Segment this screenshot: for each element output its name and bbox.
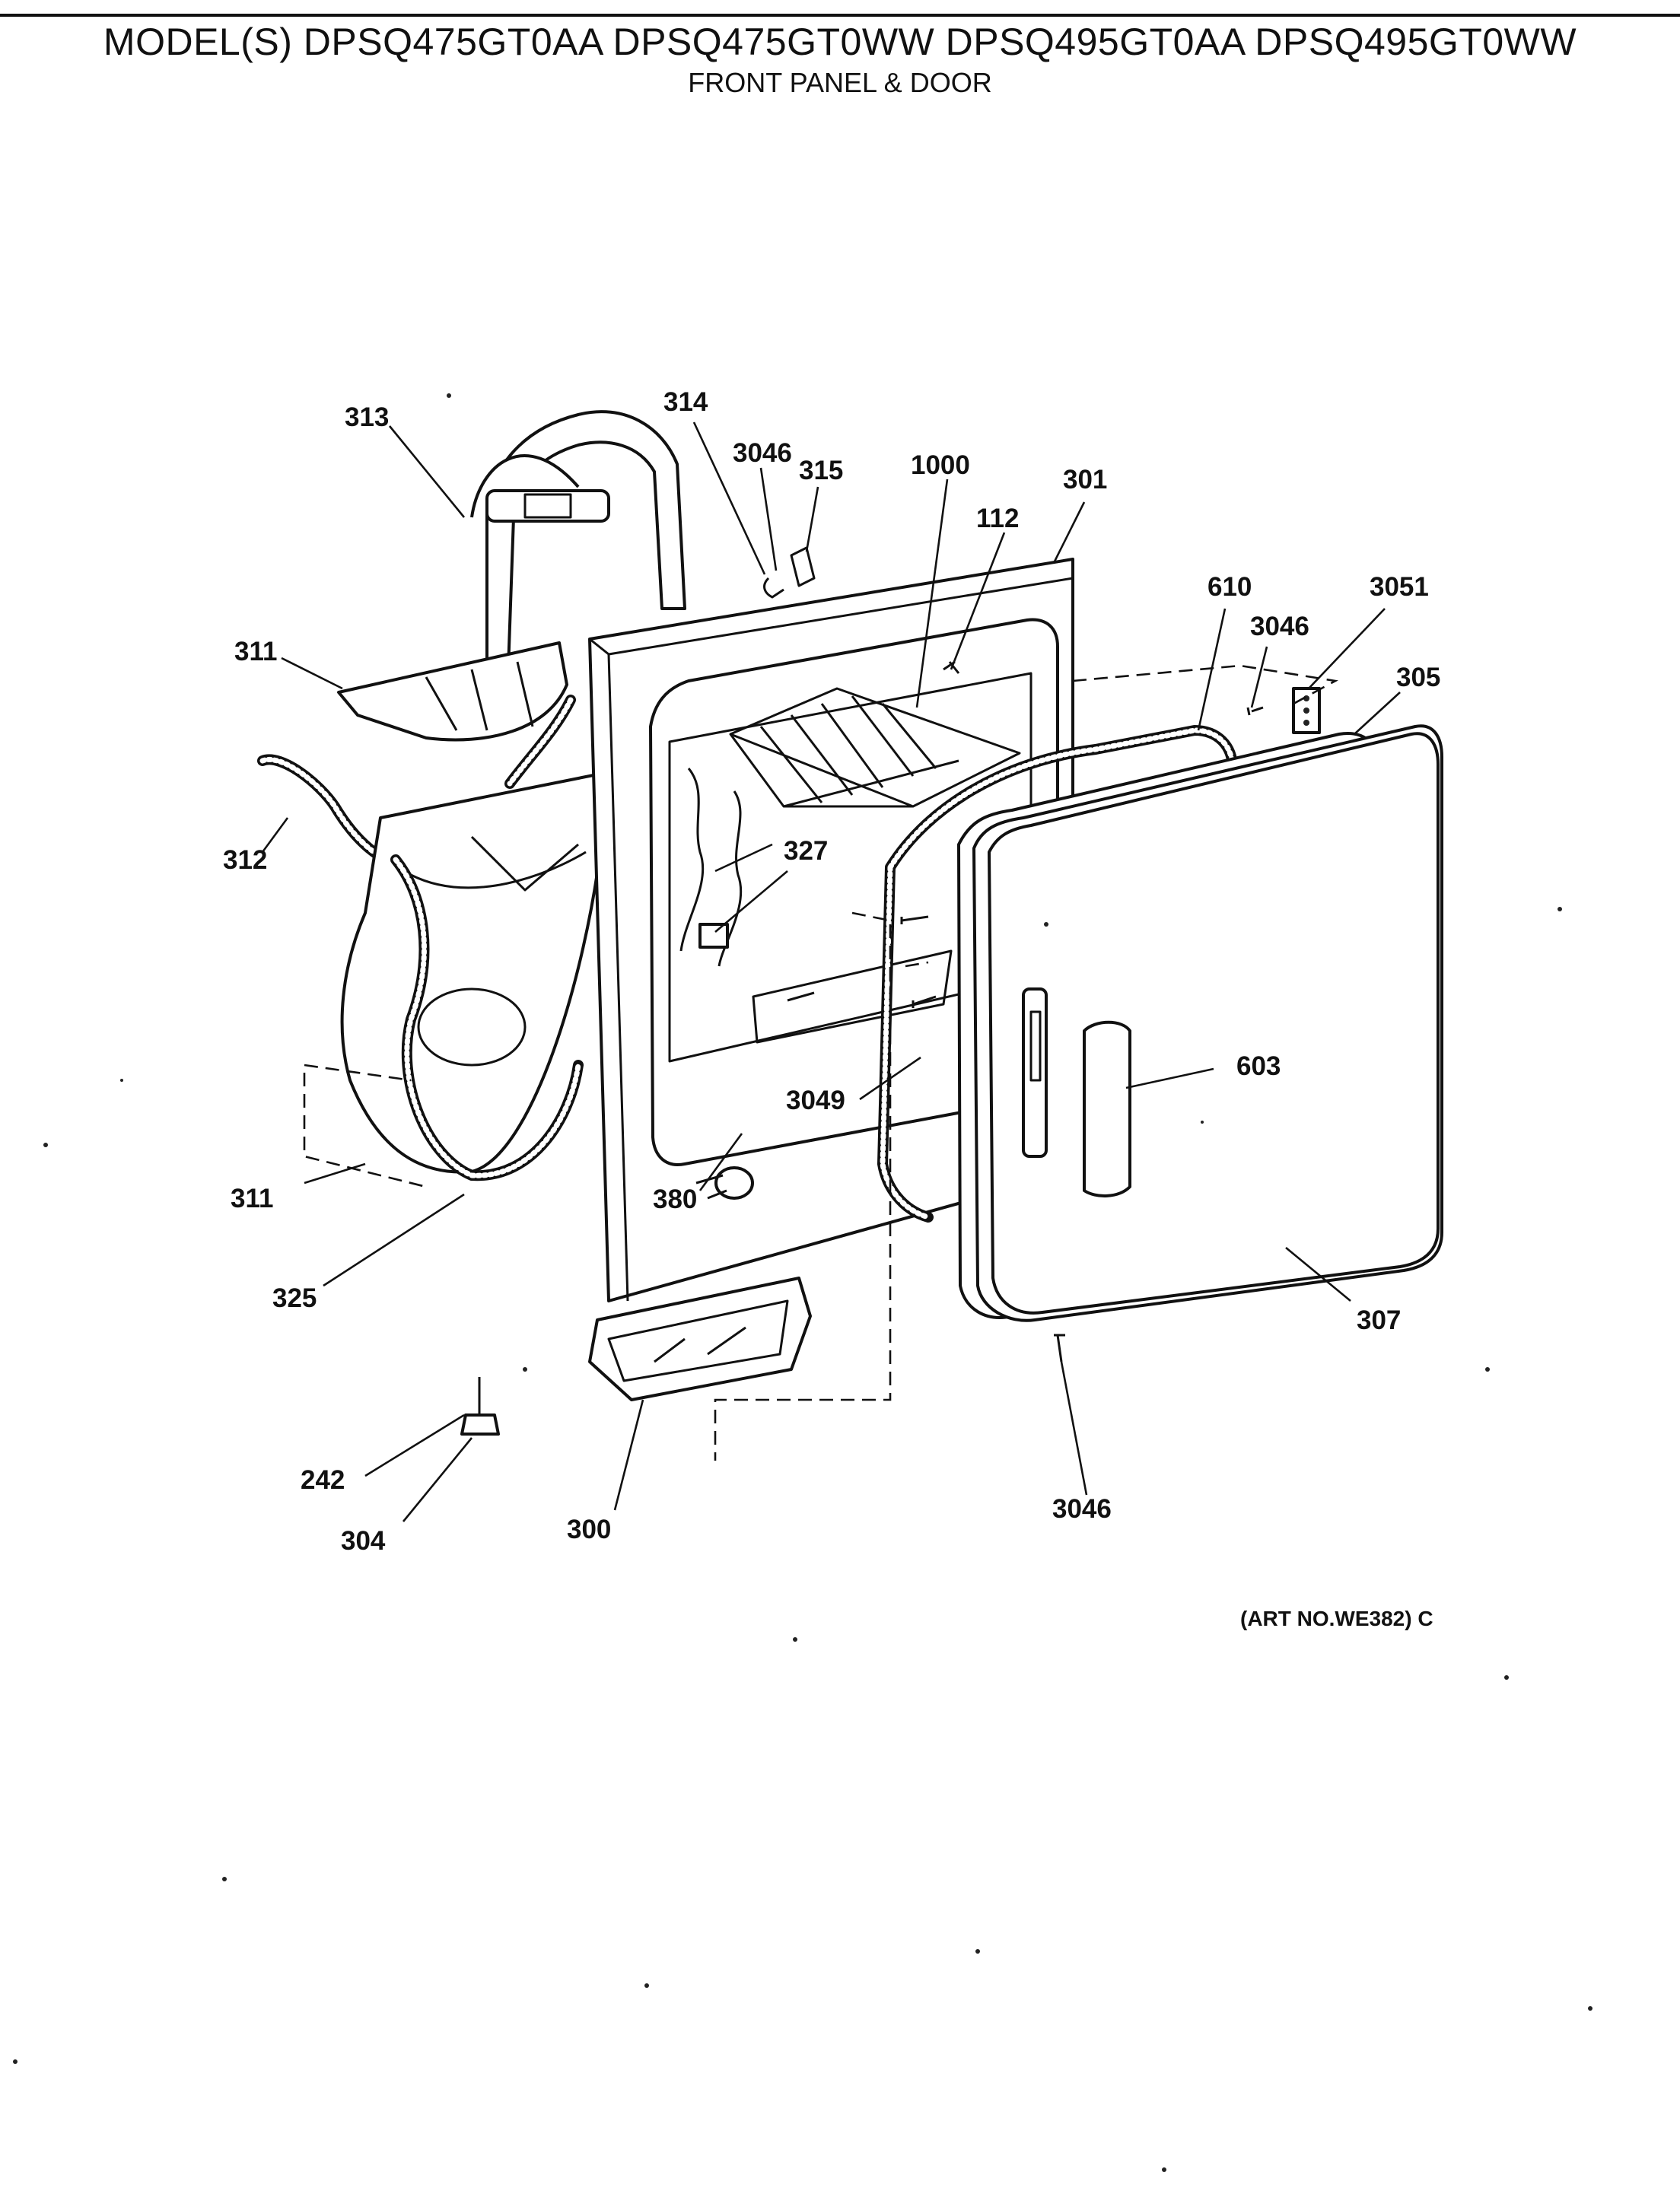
- callout-307: 307: [1357, 1305, 1401, 1335]
- callout-304: 304: [341, 1526, 386, 1556]
- callout-314: 314: [663, 387, 708, 417]
- callout-603: 603: [1236, 1051, 1281, 1081]
- callout-311-bottom: 311: [231, 1184, 273, 1213]
- callout-242: 242: [301, 1465, 345, 1495]
- part-242-304-leg: [460, 1377, 500, 1436]
- callout-300: 300: [567, 1515, 611, 1544]
- callout-3046-right: 3046: [1250, 612, 1309, 641]
- part-325-duct-shell: [340, 771, 610, 1181]
- callout-327: 327: [784, 836, 828, 866]
- callout-3051: 3051: [1370, 572, 1429, 602]
- callout-112: 112: [976, 504, 1019, 533]
- callout-3046-top: 3046: [733, 438, 792, 468]
- section-title: FRONT PANEL & DOOR: [688, 67, 992, 98]
- callout-315: 315: [799, 456, 843, 485]
- art-number: (ART NO.WE382) C: [1240, 1607, 1433, 1630]
- model-list-title: MODEL(S) DPSQ475GT0AA DPSQ475GT0WW DPSQ4…: [103, 21, 1577, 63]
- part-300-toe-panel: [588, 1277, 812, 1401]
- leader-lines: [261, 421, 1401, 1522]
- part-313-bulkhead: [470, 410, 686, 671]
- callout-3046-bottom: 3046: [1052, 1494, 1112, 1524]
- screw-icons: [787, 660, 1264, 1363]
- part-1000-rack: [729, 687, 1021, 808]
- part-301-front-panel: [588, 558, 1074, 1302]
- part-305-307-door: [957, 724, 1443, 1322]
- part-610-door-gasket: [877, 725, 1238, 1223]
- callout-305: 305: [1396, 663, 1440, 692]
- part-311-duct-top: [337, 641, 568, 742]
- part-3051-strike: [1292, 687, 1321, 734]
- callout-3049: 3049: [786, 1086, 845, 1115]
- callout-301: 301: [1063, 465, 1107, 494]
- callout-312: 312: [223, 845, 267, 875]
- callout-311-top: 311: [234, 637, 277, 666]
- callout-380: 380: [653, 1185, 697, 1214]
- part-clip: [698, 923, 729, 949]
- callout-610: 610: [1208, 572, 1252, 602]
- callout-313: 313: [345, 402, 389, 432]
- part-315-latch: [763, 546, 816, 599]
- callout-325: 325: [272, 1283, 317, 1313]
- callout-labels: 313 314 3046 315 1000 301 112 610 3051 3…: [223, 387, 1440, 1630]
- assembly-dashed-lines: [303, 664, 1338, 1461]
- part-380-switch: [695, 1166, 754, 1200]
- scan-specks: [13, 393, 1592, 2172]
- callout-1000: 1000: [911, 450, 970, 480]
